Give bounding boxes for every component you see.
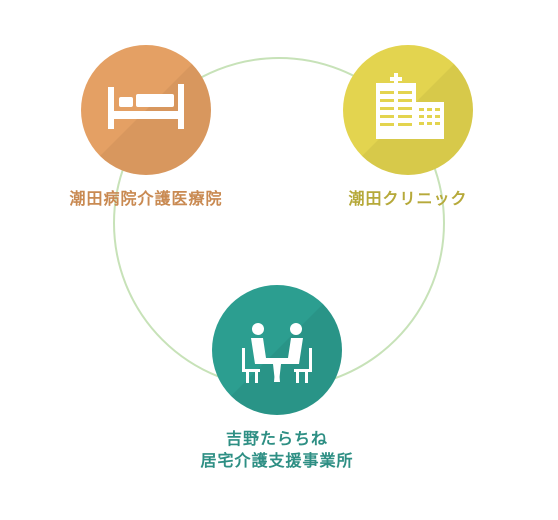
clinic-label: 潮田クリニック <box>348 189 468 208</box>
hospital-bed-icon <box>108 84 184 129</box>
clinic-building-icon <box>376 73 444 139</box>
consultation-icon <box>242 323 312 383</box>
care-support-label: 吉野たらちね 居宅介護支援事業所 <box>170 428 384 472</box>
hospital-label: 潮田病院介護医療院 <box>69 189 223 208</box>
care-support-label-line2: 居宅介護支援事業所 <box>200 451 354 470</box>
node-shade <box>212 285 342 415</box>
care-support-label-line1: 吉野たらちね <box>225 429 328 448</box>
hospital-node[interactable] <box>81 45 211 175</box>
clinic-node[interactable] <box>343 45 473 175</box>
node-shade <box>81 45 211 175</box>
care-support-node[interactable] <box>212 285 342 415</box>
